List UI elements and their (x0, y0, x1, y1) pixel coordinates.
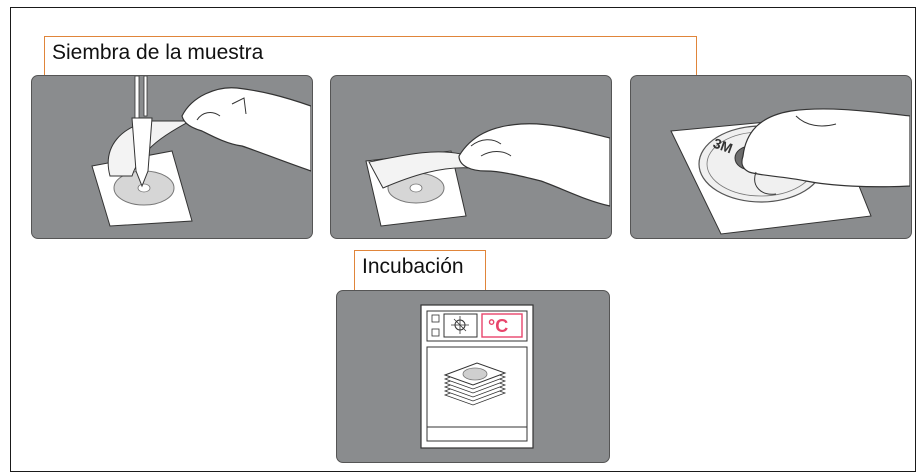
incubation-panel: °C (336, 290, 610, 463)
lower-film-illustration (331, 76, 610, 237)
pipette-illustration (32, 76, 311, 237)
step-pipette-panel (31, 75, 313, 239)
step-lower-film-panel (330, 75, 612, 239)
sowing-title: Siembra de la muestra (50, 42, 267, 63)
incubation-title: Incubación (360, 256, 468, 277)
temperature-label: °C (488, 316, 508, 336)
step-spreader-panel: 3M (630, 75, 912, 239)
spreader-illustration: 3M (631, 76, 910, 237)
incubator-illustration: °C (337, 291, 608, 461)
